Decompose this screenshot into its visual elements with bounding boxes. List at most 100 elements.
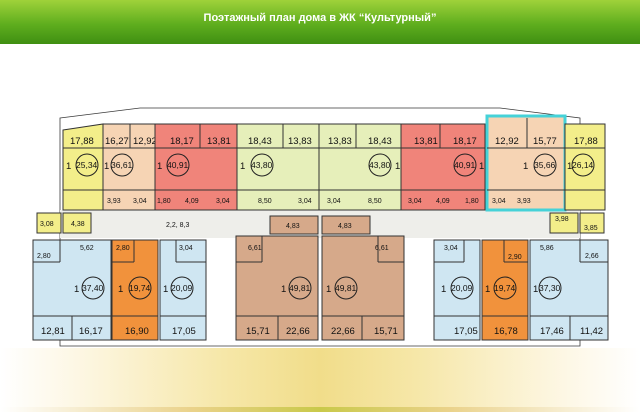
room-area-label: 15,71 <box>246 326 270 337</box>
apartment-b8[interactable]: 5,86 2,66 37,30 1 17,46 11,42 <box>529 239 609 341</box>
apartment-b5[interactable]: 6,61 49,81 1 22,66 15,71 <box>321 235 405 341</box>
apartment-area: 40,91 <box>454 160 476 170</box>
room-area-label: 1,80 <box>465 198 479 205</box>
apartment-a4[interactable]: 18,43 13,83 43,80 1 8,50 3,04 <box>236 123 320 211</box>
room-area-label: 3,04 <box>492 198 506 205</box>
room-area-label: 3,04 <box>298 198 312 205</box>
room-area-label: 4,83 <box>286 223 300 230</box>
room-area-label: 3,85 <box>584 225 598 232</box>
apartment-area: 20,09 <box>171 283 193 293</box>
apartment-area: 37,40 <box>82 283 104 293</box>
room-area-label: 3,04 <box>179 245 193 252</box>
rooms-count: 1 <box>479 161 484 172</box>
apartment-area: 20,09 <box>451 283 473 293</box>
apartment-a2[interactable]: 16,27 12,92 36,61 1 3,93 3,04 <box>102 123 157 211</box>
apartment-area: 43,80 <box>369 160 391 170</box>
room-area-label: 16,27 <box>105 136 129 147</box>
apartment-area: 35,66 <box>534 160 556 170</box>
page-title: Поэтажный план дома в ЖК “Культурный” <box>203 12 437 24</box>
room-area-label: 13,83 <box>328 136 352 147</box>
room-area-label: 2,90 <box>508 254 522 261</box>
room-area-label: 17,88 <box>70 136 94 147</box>
rooms-count: 1 <box>163 284 168 295</box>
room-area-label: 4,09 <box>436 198 450 205</box>
apartment-a3[interactable]: 18,17 13,81 40,91 1 1,80 4,09 3,04 <box>154 123 238 211</box>
apartment-area: 36,61 <box>111 160 133 170</box>
rooms-count: 1 <box>523 161 528 172</box>
apartment-b1[interactable]: 5,62 2,80 37,40 1 12,81 16,17 <box>32 239 112 341</box>
rooms-count: 1 <box>533 284 538 295</box>
room-area-label: 3,04 <box>327 198 341 205</box>
room-area-label: 4,09 <box>185 198 199 205</box>
room-area-label: 5,86 <box>540 245 554 252</box>
room-area-label: 2,66 <box>585 253 599 260</box>
apartment-a6[interactable]: 13,81 18,17 40,91 1 3,04 4,09 1,80 <box>400 123 486 211</box>
apartment-b2[interactable]: 2,80 19,74 1 16,90 <box>111 239 159 341</box>
room-area-label: 4,83 <box>338 223 352 230</box>
room-area-label: 6,61 <box>375 245 389 252</box>
room-area-label: 12,92 <box>495 136 519 147</box>
room-area-label: 22,66 <box>331 326 355 337</box>
bottom-decor-band <box>0 348 640 412</box>
apartment-area: 19,74 <box>129 283 151 293</box>
room-area-label: 22,66 <box>286 326 310 337</box>
room-area-label: 17,05 <box>172 326 196 337</box>
rooms-count: 1 <box>441 284 446 295</box>
rooms-count: 1 <box>326 284 331 295</box>
building-outline <box>59 107 581 347</box>
room-area-label: 13,81 <box>207 136 231 147</box>
apartment-a8[interactable]: 17,88 26,14 1 <box>564 123 606 211</box>
apartment-area: 25,34 <box>76 160 98 170</box>
room-area-label: 11,42 <box>580 326 603 337</box>
apartment-b6[interactable]: 3,04 20,09 1 17,05 <box>433 239 481 341</box>
apartment-area: 40,91 <box>167 160 189 170</box>
room-area-label: 2,80 <box>116 245 130 252</box>
rooms-count: 1 <box>240 161 245 172</box>
apartment-area: 37,30 <box>539 283 561 293</box>
room-area-label: 5,62 <box>80 245 94 252</box>
room-area-label: 8,50 <box>368 198 382 205</box>
room-area-label: 13,81 <box>414 136 438 147</box>
page-header: Поэтажный план дома в ЖК “Культурный” <box>0 0 640 44</box>
rooms-count: 1 <box>281 284 286 295</box>
apartment-b7[interactable]: 2,90 19,74 1 16,78 <box>481 239 529 341</box>
apartment-a1[interactable]: 17,88 25,34 1 <box>62 123 104 211</box>
room-area-label: 1,80 <box>157 198 171 205</box>
rooms-count: 1 <box>66 161 71 172</box>
corridor-zone: 3,08 4,38 2,2, 8,3 3,98 3,85 4,83 4,83 <box>36 212 605 235</box>
room-area-label: 3,93 <box>107 198 121 205</box>
room-area-label: 3,04 <box>444 245 458 252</box>
room-area-label: 12,92 <box>133 136 157 147</box>
room-area-label: 18,17 <box>453 136 477 147</box>
apartment-a7-selected[interactable]: 12,92 15,77 35,66 1 3,04 3,93 <box>485 114 567 212</box>
room-area-label: 3,98 <box>555 216 569 223</box>
room-area-label: 2,80 <box>37 253 51 260</box>
room-area-label: 17,46 <box>540 326 564 337</box>
apartment-b3[interactable]: 3,04 20,09 1 17,05 <box>159 239 207 341</box>
rooms-count: 1 <box>104 161 109 172</box>
apartment-a5[interactable]: 13,83 18,43 43,80 1 3,04 8,50 <box>318 123 402 211</box>
room-area-label: 16,78 <box>494 326 518 337</box>
room-area-label: 12,81 <box>41 326 65 337</box>
room-area-label: 6,61 <box>248 245 262 252</box>
room-area-label: 4,38 <box>71 221 85 228</box>
rooms-count: 1 <box>118 284 123 295</box>
room-area-label: 18,43 <box>248 136 272 147</box>
apartment-area: 49,81 <box>289 283 311 293</box>
room-area-label: 2,2, 8,3 <box>166 222 189 229</box>
apartment-b4[interactable]: 6,61 49,81 1 15,71 22,66 <box>235 235 319 341</box>
room-area-label: 18,43 <box>368 136 392 147</box>
room-area-label: 15,77 <box>533 136 557 147</box>
rooms-count: 1 <box>74 284 79 295</box>
rooms-count: 1 <box>395 161 400 172</box>
rooms-count: 1 <box>485 284 490 295</box>
room-area-label: 3,04 <box>216 198 230 205</box>
room-area-label: 8,50 <box>258 198 272 205</box>
rooms-count: 1 <box>567 161 572 172</box>
apartment-area: 49,81 <box>335 283 357 293</box>
room-area-label: 15,71 <box>374 326 398 337</box>
room-area-label: 3,04 <box>408 198 422 205</box>
room-area-label: 3,93 <box>517 198 531 205</box>
apartment-area: 19,74 <box>494 283 516 293</box>
